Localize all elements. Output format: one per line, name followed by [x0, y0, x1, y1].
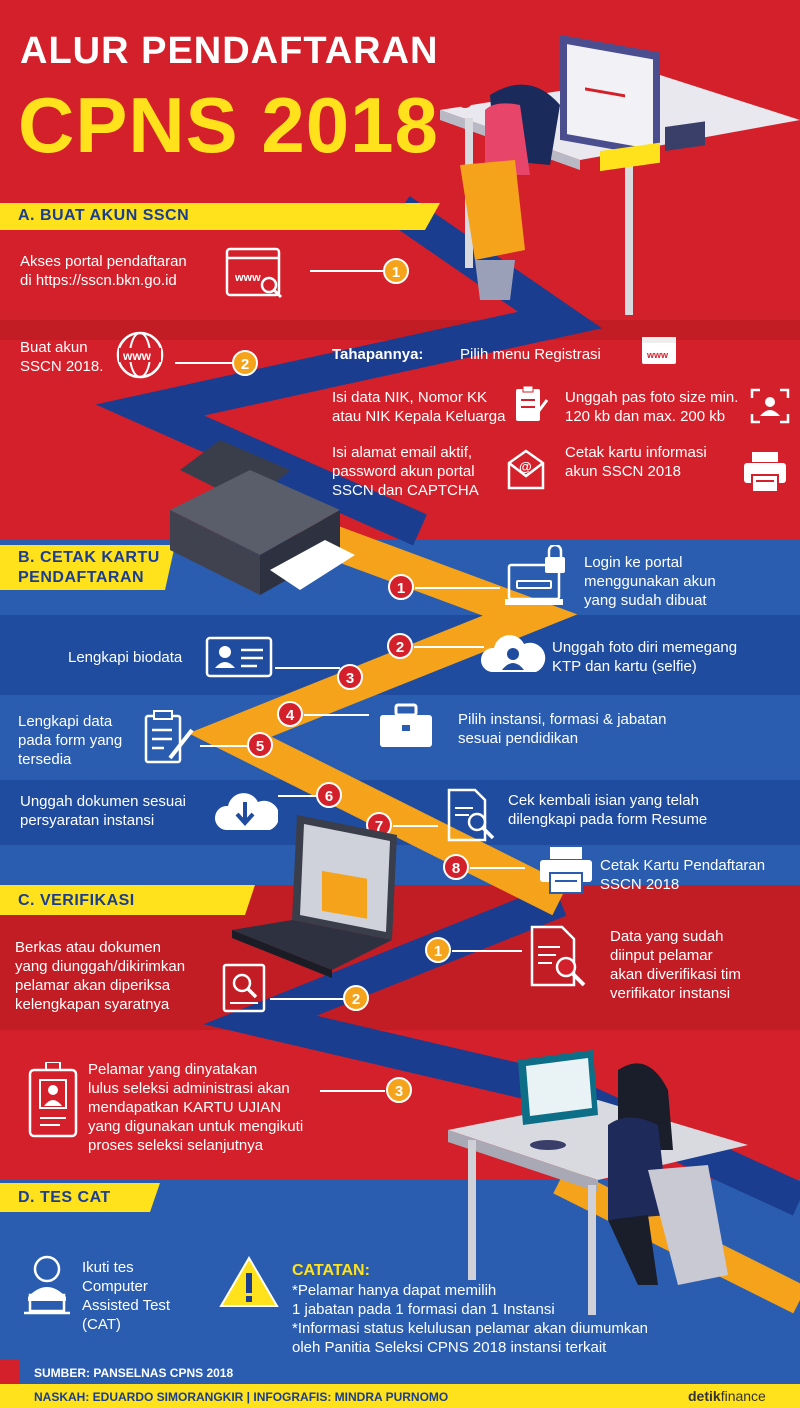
- form-edit-icon: [144, 710, 194, 764]
- section-a-step2-text: Buat akun SSCN 2018.: [20, 339, 104, 375]
- connector: [200, 745, 248, 747]
- section-a-step1-text: Akses portal pendaftaran di https://sscn…: [20, 253, 187, 289]
- login-laptop-lock-icon: [505, 545, 565, 605]
- connector: [414, 646, 484, 648]
- catatan-text: *Pelamar hanya dapat memilih 1 jabatan p…: [292, 1282, 649, 1356]
- tahapan-item-4: Isi alamat email aktif, password akun po…: [332, 444, 479, 499]
- connector: [304, 714, 369, 716]
- photo-upload-icon: [750, 388, 790, 424]
- document-verify-icon: [530, 925, 586, 987]
- tahapan-item-2: Isi data NIK, Nomor KK atau NIK Kepala K…: [332, 389, 506, 425]
- connector: [310, 270, 385, 272]
- printer-icon: [744, 452, 786, 493]
- source-credit: SUMBER: PANSELNAS CPNS 2018: [34, 1366, 234, 1380]
- connector: [452, 950, 522, 952]
- author-credit: NASKAH: EDUARDO SIMORANGKIR | INFOGRAFIS…: [34, 1390, 449, 1404]
- printer-card-icon: [540, 847, 592, 894]
- user-computer-icon: [24, 1255, 70, 1315]
- warning-icon: [219, 1256, 279, 1307]
- biodata-card-icon: [205, 636, 273, 678]
- step-number-b8: 8: [443, 854, 469, 880]
- cloud-user-icon: [480, 635, 546, 672]
- document-inspect-icon: [222, 963, 266, 1013]
- step-number-b6: 6: [316, 782, 342, 808]
- section-b-label: B. CETAK KARTU PENDAFTARAN: [18, 549, 160, 586]
- tahapan-item-5: Cetak kartu informasi akun SSCN 2018: [565, 444, 707, 480]
- catatan-label: CATATAN:: [292, 1262, 370, 1279]
- printer-illustration: [170, 440, 355, 595]
- section-c-step3-text: Pelamar yang dinyatakan lulus seleksi ad…: [88, 1061, 304, 1154]
- svg-text:www: www: [122, 349, 152, 363]
- connector: [275, 667, 340, 669]
- computer-test-woman-illustration: [448, 1050, 748, 1315]
- section-b-step8-text: Cetak Kartu Pendaftaran SSCN 2018: [600, 857, 766, 893]
- connector: [278, 795, 318, 797]
- brand-logo-bold: detik: [688, 1388, 721, 1404]
- step-number-b5: 5: [247, 732, 273, 758]
- section-b-step3-text: Lengkapi biodata: [68, 649, 183, 666]
- brand-logo-light: finance: [720, 1388, 766, 1404]
- title-line2: CPNS 2018: [18, 81, 439, 169]
- section-d-step-text: Ikuti tes Computer Assisted Test (CAT): [82, 1259, 171, 1333]
- connector: [393, 825, 438, 827]
- document-search-icon: [447, 788, 495, 842]
- section-c-step2-text: Berkas atau dokumen yang diunggah/dikiri…: [15, 939, 186, 1013]
- globe-www-icon: www: [116, 331, 164, 379]
- connector: [175, 362, 235, 364]
- connector: [270, 998, 345, 1000]
- step-number-c2: 2: [343, 985, 369, 1011]
- section-b-step1-text: Login ke portal menggunakan akun yang su…: [584, 554, 716, 609]
- section-b-step2-text: Unggah foto diri memegang KTP dan kartu …: [552, 639, 738, 675]
- step-number-c1: 1: [425, 937, 451, 963]
- registration-www-icon: www: [642, 337, 676, 364]
- step-number-b4: 4: [277, 701, 303, 727]
- desk-woman-illustration: [440, 34, 800, 315]
- brand-logo: detikfinance: [688, 1388, 766, 1404]
- svg-text:www: www: [234, 272, 261, 284]
- laptop-files-illustration: [232, 815, 397, 978]
- svg-text:@: @: [519, 459, 532, 474]
- email-envelope-icon: @: [507, 449, 545, 490]
- step-number-a1: 1: [383, 258, 409, 284]
- form-checklist-icon: [516, 385, 549, 421]
- tahapan-item-3: Unggah pas foto size min. 120 kb dan max…: [565, 389, 739, 425]
- connector: [415, 587, 500, 589]
- section-b-step7-text: Cek kembali isian yang telah dilengkapi …: [508, 792, 708, 828]
- connector: [320, 1090, 385, 1092]
- section-a-label: A. BUAT AKUN SSCN: [18, 207, 190, 224]
- svg-text:www: www: [646, 350, 669, 360]
- step-number-b2: 2: [387, 633, 413, 659]
- briefcase-icon: [380, 703, 432, 747]
- connector: [470, 867, 525, 869]
- step-number-a2: 2: [232, 350, 258, 376]
- section-b-step4-text: Pilih instansi, formasi & jabatan sesuai…: [458, 711, 667, 747]
- section-c-step1-text: Data yang sudah diinput pelamar akan div…: [610, 928, 741, 1002]
- step-number-b1: 1: [388, 574, 414, 600]
- section-d-label: D. TES CAT: [18, 1189, 111, 1206]
- section-c-label: C. VERIFIKASI: [18, 892, 135, 909]
- step-number-c3: 3: [386, 1077, 412, 1103]
- id-badge-icon: [28, 1062, 78, 1138]
- cloud-download-icon: [215, 793, 278, 830]
- tahapan-item-1: Pilih menu Registrasi: [460, 346, 601, 363]
- step-number-b3: 3: [337, 664, 363, 690]
- section-b-step6-text: Unggah dokumen sesuai persyaratan instan…: [20, 793, 186, 829]
- title-line1: ALUR PENDAFTARAN: [20, 30, 439, 72]
- tahapan-label: Tahapannya:: [332, 346, 424, 363]
- section-b-step5-text: Lengkapi data pada form yang tersedia: [18, 713, 123, 768]
- browser-www-icon: www: [225, 247, 283, 299]
